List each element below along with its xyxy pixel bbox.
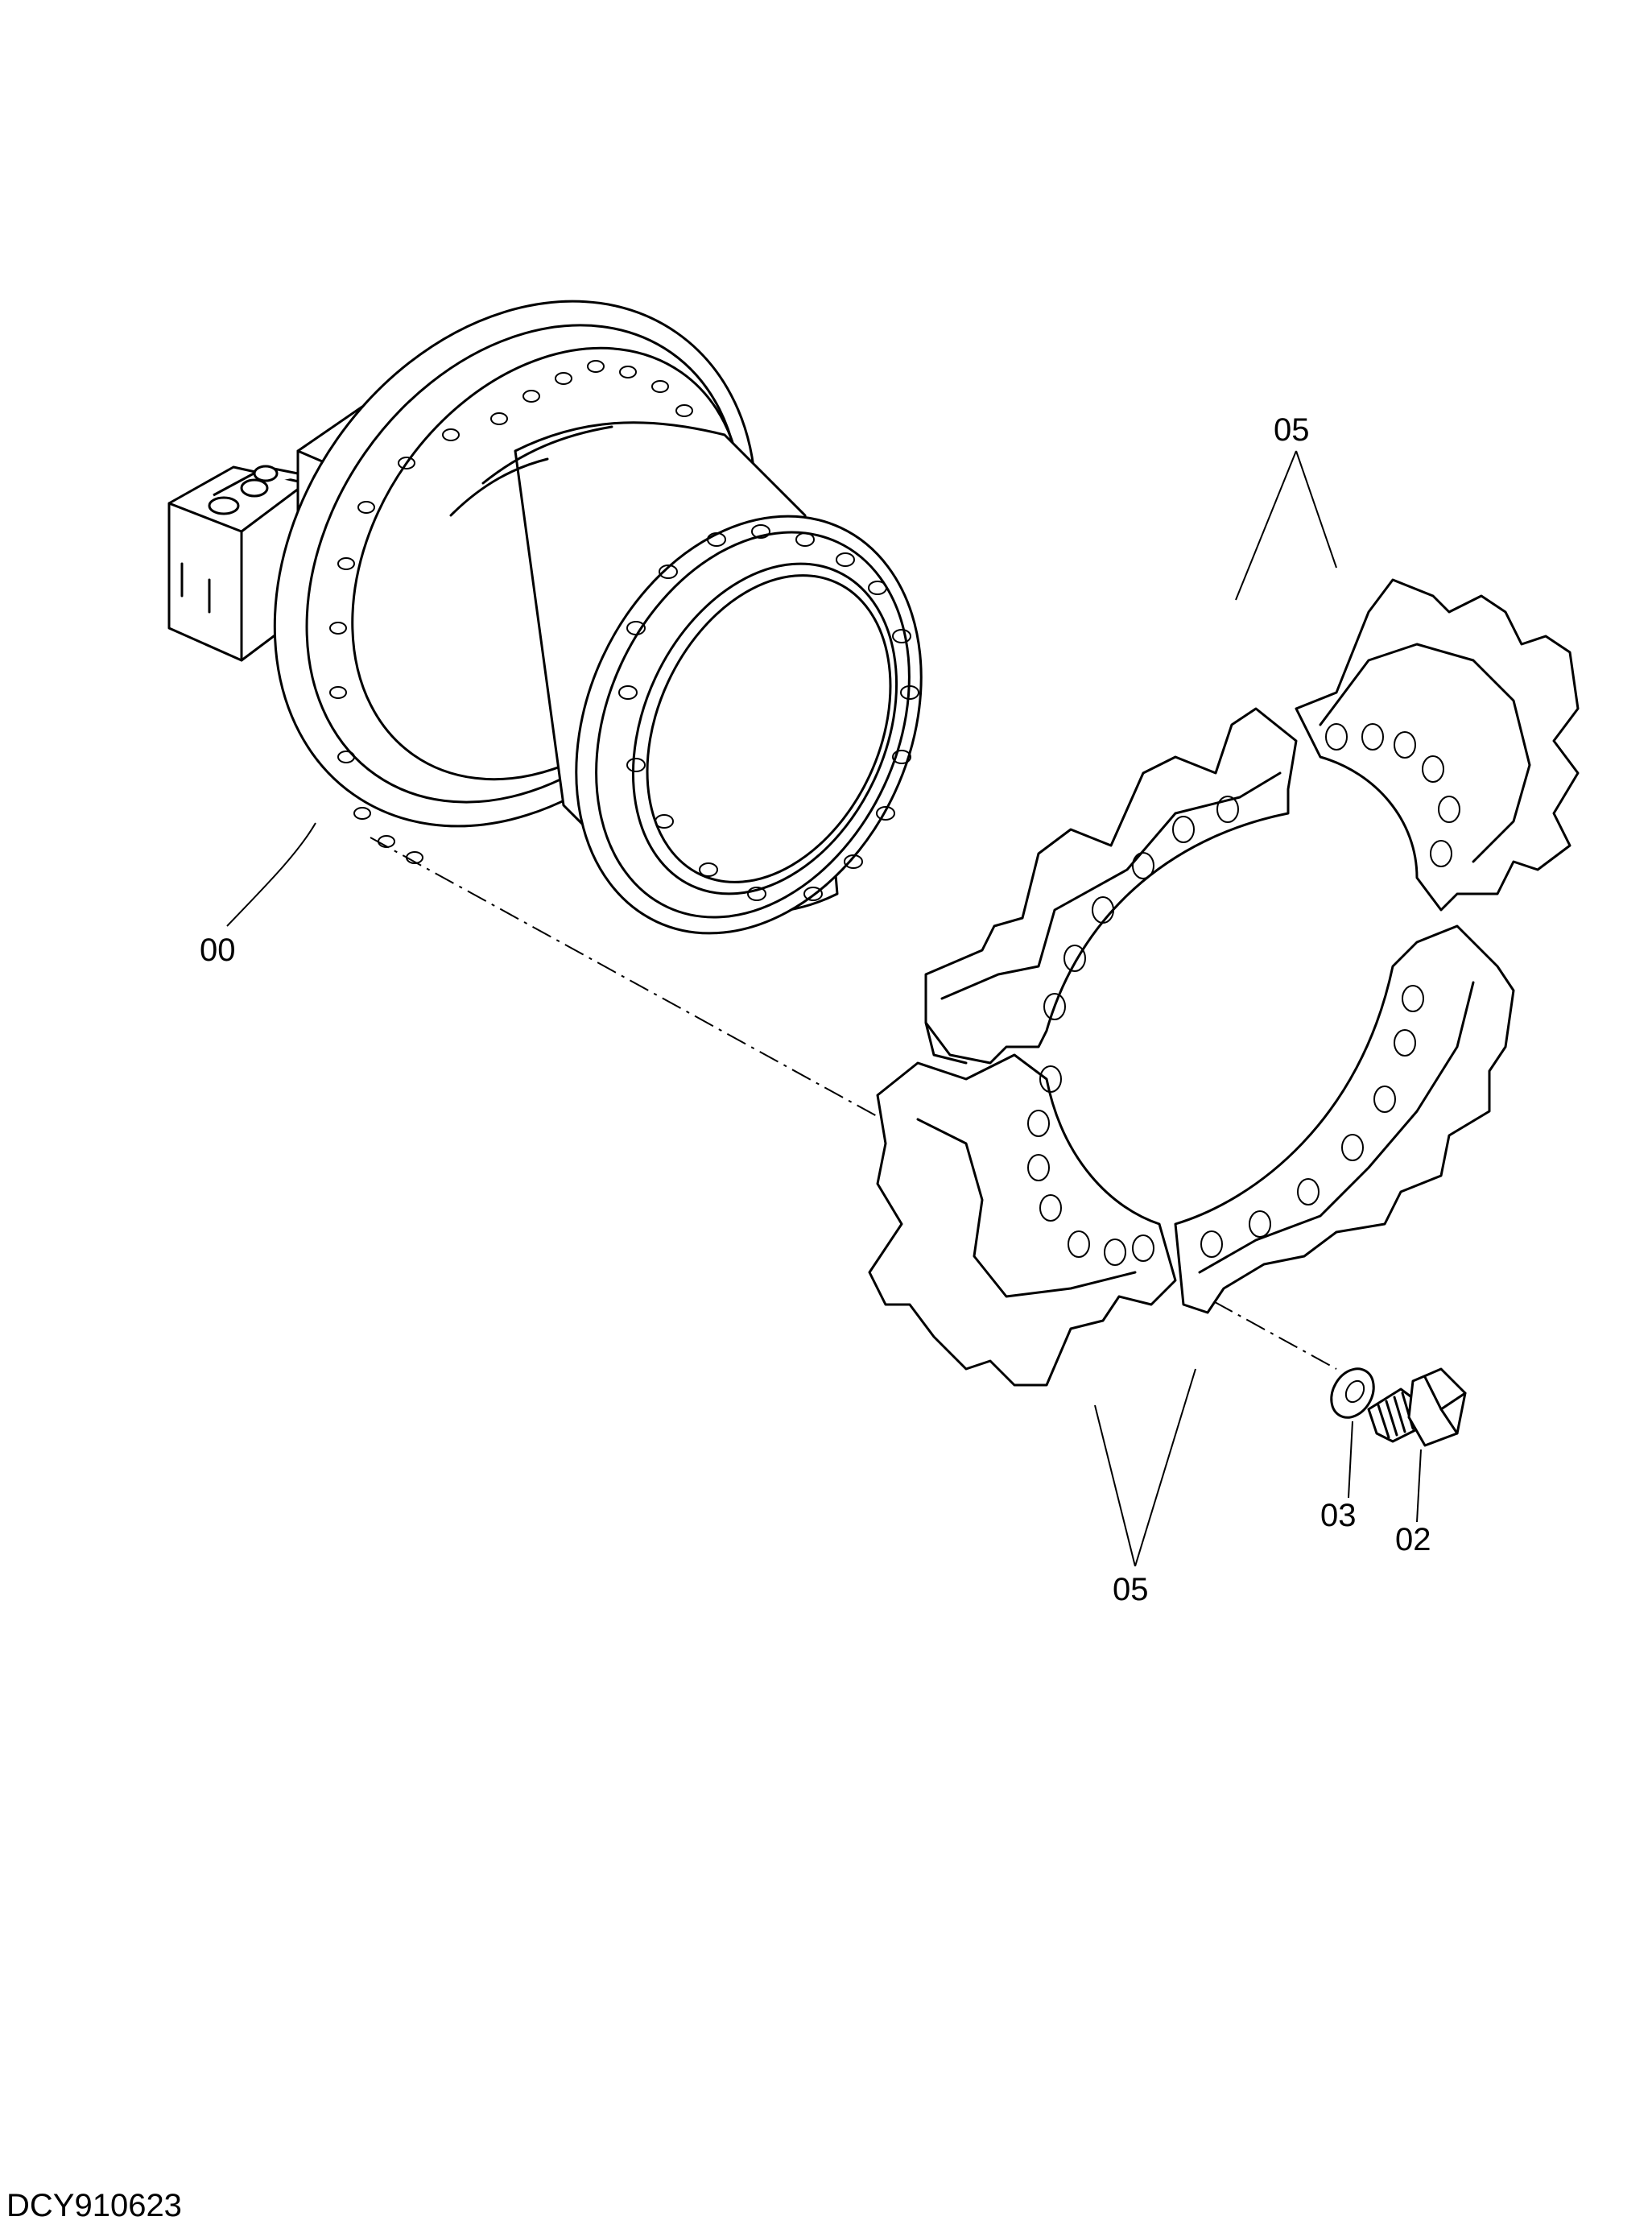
- sprocket-segment-upper-left: [924, 707, 1298, 1065]
- sprocket-segment-lower-right: [1174, 924, 1515, 1314]
- travel-device-assembly: [167, 300, 923, 935]
- washer: [1330, 1367, 1375, 1419]
- drawing-code: DCY910623: [6, 2188, 182, 2223]
- callout-03: 03: [1320, 1498, 1357, 1533]
- sprocket-segment-upper-right: [1295, 578, 1580, 912]
- callout-02: 02: [1395, 1522, 1431, 1557]
- sprocket-segment-lower-left: [868, 1053, 1177, 1387]
- leader-lines: [226, 450, 1422, 1567]
- callout-05-bottom: 05: [1113, 1572, 1149, 1607]
- callout-05-top: 05: [1274, 412, 1310, 448]
- flange-bolt-holes: [329, 360, 693, 864]
- front-face-bolt-holes: [618, 524, 919, 901]
- callout-00: 00: [200, 933, 236, 968]
- bolt: [1367, 1367, 1467, 1447]
